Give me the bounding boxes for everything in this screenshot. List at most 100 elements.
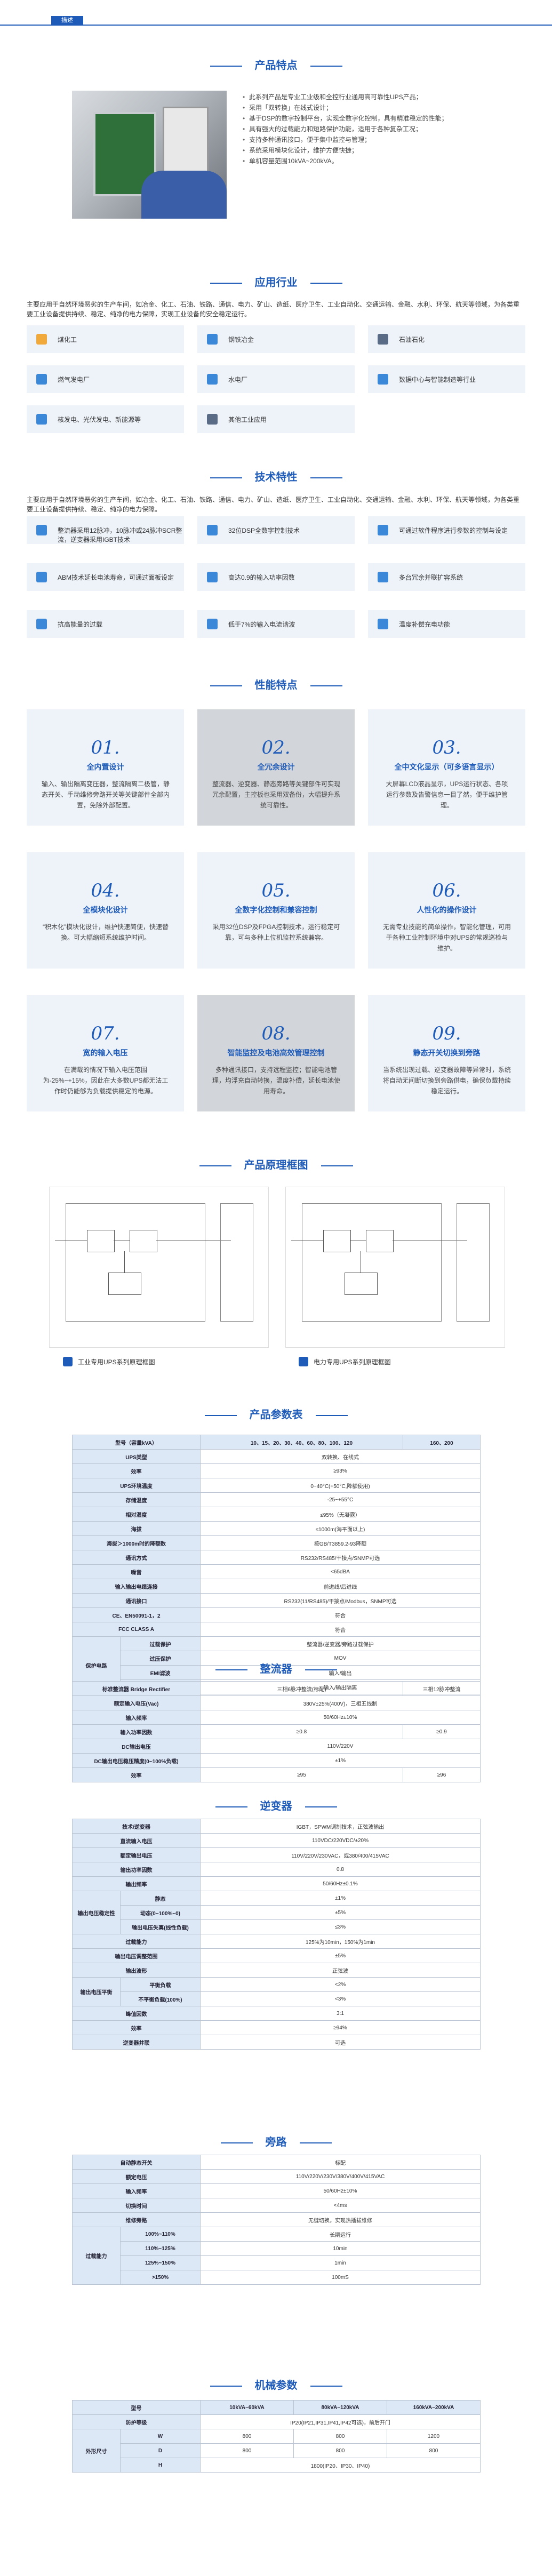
card-number: 08.: [261, 1023, 291, 1044]
table-row: 输出电压调整范围±5%: [72, 1948, 481, 1963]
table-cell: 通讯方式: [72, 1550, 201, 1565]
tech-desc: 主要应用于自然环境恶劣的生产车间，如冶金、化工、石油、铁路、通信、电力、矿山、造…: [27, 496, 520, 513]
card-desc: 采用32位DSP及FPGA控制技术，运行稳定可靠，可与多种上位机监控系统兼容。: [212, 923, 340, 941]
card-label: 多台冗余并联扩容系统: [399, 574, 463, 581]
table-cell: 三相6脉冲整流(标配): [200, 1681, 403, 1696]
table-row: 不平衡负载(100%)<3%: [73, 1991, 481, 2006]
params-title: 产品参数表: [204, 1407, 348, 1423]
table-cell: 三相12脉冲整流: [403, 1681, 481, 1696]
card-label: 数据中心与智能制造等行业: [399, 376, 476, 383]
table-cell: 相对湿度: [72, 1507, 201, 1522]
table-cell: MOV: [200, 1651, 481, 1666]
card-label: 温度补偿充电功能: [399, 621, 451, 628]
table-row: 效率≥94%: [72, 2020, 481, 2035]
table-row: 自动静态开关标配: [72, 2155, 481, 2170]
table-cell: 不平衡负载(100%): [120, 1991, 201, 2006]
table-cell: 125%为10min，150%为1min: [199, 1934, 481, 1949]
feature-card: 煤化工: [27, 325, 184, 353]
table-row: 输入输出电缆连接前进线/后进线: [72, 1579, 481, 1594]
card-name: 宽的输入电压: [83, 1049, 128, 1057]
table-cell: ≥96: [403, 1767, 481, 1782]
table-row: 噪音<65dBA: [72, 1564, 481, 1579]
table-cell: 110V/220V/230VAC，或380/400/415VAC: [199, 1847, 481, 1862]
table-cell: 160kVA~200kVA: [387, 2400, 481, 2415]
table-row: DC输出电压稳压精度(0~100%负载)±1%: [72, 1753, 481, 1768]
table-cell: 过载能力: [72, 2227, 121, 2285]
table-cell: 过载能力: [72, 1934, 201, 1949]
table-cell: 10、15、20、30、40、60、80、100、120: [200, 1435, 403, 1450]
table-cell: <4ms: [200, 2198, 481, 2213]
table-row: 输出电压平衡平衡负载<2%: [72, 1977, 481, 2006]
tech-title: 技术特性: [210, 469, 342, 485]
card-number: 01.: [91, 737, 120, 758]
table-cell: 110V/220V: [200, 1739, 481, 1754]
tab-description[interactable]: 描述: [51, 16, 83, 25]
feature-card: 其他工业应用: [197, 405, 355, 433]
feature-card: 燃气发电厂: [27, 365, 184, 393]
table-cell: 可选: [199, 2035, 481, 2050]
table-cell: ≥0.9: [403, 1724, 481, 1739]
feature-card: 32位DSP全数字控制技术: [197, 516, 355, 544]
table-cell: 10min: [200, 2241, 481, 2256]
table-row: EMI滤波输入/输出: [73, 1665, 481, 1680]
feature-card: 数据中心与智能制造等行业: [368, 365, 525, 393]
table-cell: ≤95%（无凝露）: [200, 1507, 481, 1522]
table-cell: 800: [293, 2443, 387, 2458]
card-icon: [36, 374, 47, 385]
table-cell: 长期运行: [200, 2227, 481, 2242]
table-cell: 125%~150%: [120, 2255, 201, 2270]
table-cell: D: [120, 2443, 201, 2458]
table-cell: 1min: [200, 2255, 481, 2270]
table-cell: IP20(IP21,IP31,IP41,IP42可选)，前后开门: [200, 2414, 481, 2429]
table-cell: 海拔＞1000m时的降额数: [72, 1535, 201, 1550]
feature-item: 基于DSP的数字控制平台，实现全数字化控制，具有精准稳定的性能；: [243, 113, 488, 124]
card-number: 03.: [432, 737, 461, 758]
card-name: 静态开关切换到旁路: [413, 1049, 481, 1057]
card-name: 全模块化设计: [83, 906, 128, 914]
card-number: 06.: [432, 880, 461, 901]
card-number: 07.: [91, 1023, 120, 1044]
card-label: 抗高能量的过载: [58, 621, 103, 628]
card-icon: [36, 334, 47, 345]
card-label: 低于7%的输入电流谐波: [228, 621, 295, 628]
card-icon: [378, 619, 388, 629]
table-row: 海拔≤1000m(海平面以上): [72, 1521, 481, 1536]
table-cell: <3%: [199, 1991, 481, 2006]
card-name: 人性化的操作设计: [417, 906, 477, 914]
card-icon: [207, 572, 218, 582]
table-cell: <2%: [199, 1977, 481, 1992]
card-label: 高达0.9的输入功率因数: [228, 574, 295, 581]
table-cell: DC输出电压: [72, 1739, 201, 1754]
performance-card: 01.全内置设计输入、输出隔离变压器，整流隔离二极管，静态开关、手动维修旁路开关…: [27, 709, 184, 826]
card-icon: [207, 525, 218, 535]
table-cell: 型号（容量kVA）: [72, 1435, 201, 1450]
table-row: 维修旁路无缝切换，实现热插拔维修: [72, 2212, 481, 2227]
feature-card: ABM技术延长电池寿命，可通过面板设定: [27, 563, 184, 591]
card-desc: 当系统出现过载、逆变器故障等异常时，系统将自动无间断切换到旁路供电，确保负载持续…: [383, 1066, 511, 1095]
card-label: 煤化工: [58, 336, 77, 343]
industry-title: 应用行业: [210, 275, 342, 291]
table-cell: 符合: [200, 1607, 481, 1622]
mechanical-title-wrap: 机械参数: [0, 2378, 552, 2394]
card-desc: 在满载的情况下输入电压范围为-25%~+15%，因此在大多数UPS都无法工作时仍…: [43, 1066, 169, 1095]
table-cell: 输出频率: [72, 1876, 201, 1891]
feature-card: 抗高能量的过载: [27, 610, 184, 638]
table-cell: 双转换、在线式: [200, 1449, 481, 1464]
card-name: 全中文化显示（可多语言显示）: [394, 763, 499, 771]
table-cell: 整流器/逆变器/旁路过载保护: [200, 1636, 481, 1651]
card-icon: [378, 525, 388, 535]
table-row: >150%100mS: [73, 2270, 481, 2285]
card-desc: 无需专业技能的简单操作，智能化管理，可用于各种工业控制环境中对UPS的常规巡检与…: [383, 923, 511, 952]
feature-card: 石油石化: [368, 325, 525, 353]
